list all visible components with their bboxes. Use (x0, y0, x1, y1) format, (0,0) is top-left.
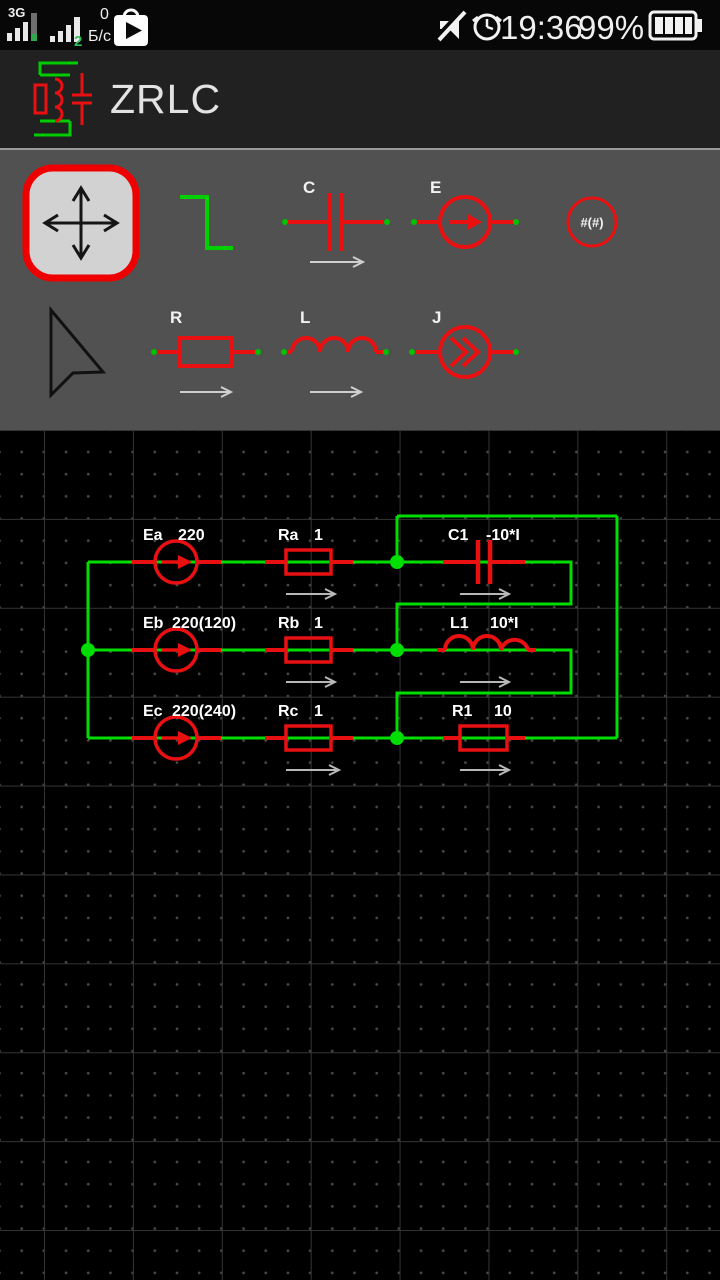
speed-unit: Б/с (88, 28, 111, 45)
source-eb-value: 220(120) (172, 615, 236, 632)
voltage-source-tool-button[interactable]: E (411, 178, 519, 249)
inductor-l1-value: 10*I (490, 615, 518, 632)
battery-percent-label: 99% (578, 9, 644, 46)
resistor-r1-value: 10 (494, 703, 512, 720)
resistor-r1-name: R1 (452, 703, 473, 720)
current-source-tool-button[interactable]: J (409, 308, 519, 379)
alarm-clock-icon (472, 13, 502, 41)
junction-dots (81, 555, 404, 745)
source-ea-value: 220 (178, 527, 205, 544)
wire-l1-branch[interactable] (395, 648, 573, 738)
inductor-tool-button[interactable]: L (281, 308, 389, 398)
resistor-ra[interactable] (265, 548, 353, 576)
resistor-tool-button[interactable]: R (151, 308, 261, 398)
current-direction-arrow (310, 256, 366, 268)
resistor-rc-name: Rc (278, 703, 299, 720)
capacitor-c1-value: -10*I (486, 527, 520, 544)
resistor-ra-name: Ra (278, 527, 299, 544)
mute-icon (434, 8, 467, 42)
source-ea[interactable] (132, 539, 221, 585)
inductor-l1[interactable] (437, 634, 536, 652)
current-arrows (286, 588, 512, 776)
sim1-signal-icon: 3G (7, 5, 37, 41)
current-source-icon (409, 325, 519, 379)
capacitor-c1[interactable] (443, 540, 525, 584)
status-bar-icons: 3G 2 0 Б/с (7, 5, 702, 50)
play-store-icon (114, 8, 148, 46)
source-ec-name: Ec (143, 703, 163, 720)
function-source-tool-label: #(#) (580, 215, 603, 230)
wire-tool-button[interactable] (180, 195, 233, 250)
current-direction-arrow (310, 386, 364, 398)
sim2-badge: 2 (74, 33, 82, 50)
resistor-ra-value: 1 (314, 527, 323, 544)
source-eb-name: Eb (143, 615, 164, 632)
inductor-l1-name: L1 (450, 615, 469, 632)
resistor-rb-value: 1 (314, 615, 323, 632)
capacitor-icon (282, 193, 390, 268)
speed-value: 0 (100, 6, 109, 23)
function-source-tool-button[interactable]: #(#) (566, 196, 618, 248)
capacitor-tool-label: C (303, 178, 315, 197)
capacitor-tool-button[interactable]: C (282, 178, 390, 268)
component-toolbar: C E (0, 148, 720, 430)
network-type-label: 3G (8, 5, 25, 20)
source-eb[interactable] (132, 627, 221, 673)
junction-dot (390, 731, 404, 745)
source-ec[interactable] (132, 715, 221, 761)
junction-dot (390, 555, 404, 569)
junction-dot (390, 643, 404, 657)
voltage-source-tool-label: E (430, 178, 441, 197)
resistor-rb-name: Rb (278, 615, 300, 632)
move-tool-button[interactable] (22, 164, 140, 282)
voltage-source-icon (411, 195, 519, 249)
inductor-icon (281, 336, 389, 398)
app-header: ZRLC (0, 50, 720, 148)
source-ec-value: 220(240) (172, 703, 236, 720)
wire-step-icon (180, 195, 233, 250)
app-logo (33, 61, 92, 137)
battery-icon (648, 10, 702, 41)
current-source-tool-label: J (432, 308, 441, 327)
source-ea-name: Ea (143, 527, 163, 544)
select-tool-button[interactable] (49, 305, 107, 399)
resistor-icon (151, 336, 261, 398)
resistor-rc[interactable] (265, 724, 353, 752)
clock-time: 19:36 (500, 9, 583, 46)
circuit-wires[interactable] (86, 514, 619, 740)
junction-dot (81, 643, 95, 657)
cursor-icon (49, 305, 107, 399)
network-speed-indicator: 0 Б/с (88, 6, 111, 45)
inductor-tool-label: L (300, 308, 310, 327)
resistor-rc-value: 1 (314, 703, 323, 720)
capacitor-c1-name: C1 (448, 527, 469, 544)
resistor-rb[interactable] (265, 636, 353, 664)
schematic-canvas[interactable]: Ea 220 Ra 1 C1 -10*I Eb 220(120) Rb 1 L1… (0, 430, 720, 1280)
resistor-tool-label: R (170, 308, 182, 327)
resistor-r1[interactable] (443, 724, 525, 752)
status-bar: 3G 2 0 Б/с (0, 0, 720, 50)
current-direction-arrow (180, 386, 234, 398)
move-arrows-icon (42, 185, 120, 261)
app-title: ZRLC (110, 75, 222, 122)
sim2-signal-icon: 2 (50, 17, 82, 50)
